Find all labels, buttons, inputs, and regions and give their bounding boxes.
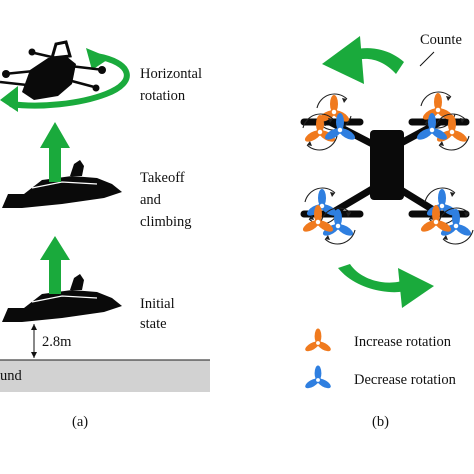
ground-label: und (0, 368, 22, 384)
stage-mid-label-line2: and (140, 192, 161, 208)
climb-arrow-upper (40, 122, 70, 182)
stage-mid-label-line3: climbing (140, 214, 192, 230)
caption-a: (a) (72, 414, 89, 430)
stage-top-label-line1: Horizontal (140, 66, 203, 82)
climb-arrow-lower (40, 236, 70, 294)
legend-increase-icon (303, 327, 333, 354)
legend-increase-label: Increase rotation (354, 334, 452, 350)
aircraft-takeoff (1, 159, 123, 209)
height-dimension (31, 324, 37, 358)
legend-decrease-icon (303, 364, 333, 391)
counter-rotation-arrow-top (322, 36, 404, 84)
leader-line (419, 51, 435, 67)
legend-decrease-label: Decrease rotation (354, 372, 456, 388)
aircraft-hover (0, 40, 130, 112)
stage-top-label-line2: rotation (140, 88, 186, 104)
stage-bot-label-line2: state (140, 316, 167, 332)
caption-b: (b) (372, 414, 389, 430)
counter-rotation-label: Counte (420, 32, 462, 48)
stage-mid-label-line1: Takeoff (140, 170, 185, 186)
aircraft-initial-state (1, 273, 123, 323)
stage-bot-label-line1: Initial (140, 296, 175, 312)
height-label: 2.8m (42, 334, 72, 350)
ground-rect (0, 360, 210, 392)
counter-rotation-arrow-bottom (338, 264, 434, 308)
